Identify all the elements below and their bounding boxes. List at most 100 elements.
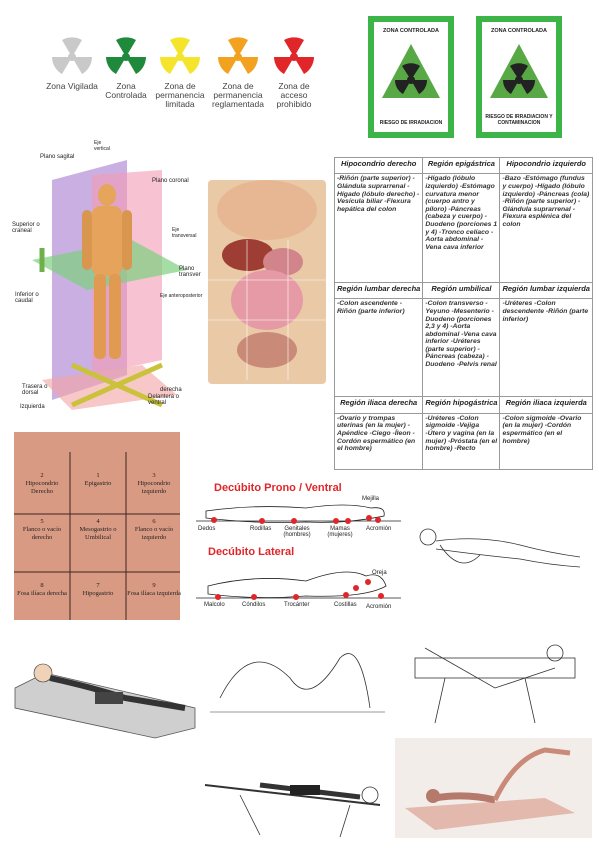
zone-label: Zona de permanencia limitada: [155, 81, 205, 109]
region-name: Hipocondrio Derecho: [25, 480, 59, 495]
radiation-zone: Zona de acceso prohibido: [266, 35, 322, 109]
radiation-warning-icon: [382, 44, 440, 98]
region-name: Flanco o vacío izquierdo: [134, 526, 174, 541]
radiation-trefoil-icon: [160, 37, 200, 74]
region-number: 4: [96, 518, 100, 525]
sign-controlled-zone: ZONA CONTROLADA RIESGO DE IRRADIACION: [368, 16, 454, 138]
prono-label: Acromión: [366, 526, 392, 532]
region-header: Hipocondrio derecho: [333, 156, 424, 175]
radiation-zone: Zona de permanencia reglamentada: [210, 35, 266, 109]
label-trasera: Trasera o dorsal: [22, 384, 48, 396]
lateral-label: Malcolo: [204, 602, 225, 608]
region-header: Región iliaca derecha: [333, 396, 424, 414]
region-organs: -Uréteres -Colon sigmoide -Vejiga -Útero…: [422, 412, 501, 471]
organs-illustration: [208, 180, 326, 380]
body-positions-illustration: [196, 504, 401, 600]
abdominal-organs-image: [208, 180, 326, 384]
radiation-trefoil-icon: [218, 37, 258, 74]
region-header: Región lumbar izquierda: [499, 281, 593, 300]
zone-label: Zona de permanencia reglamentada: [212, 81, 264, 109]
radiation-trefoil-icon: [274, 37, 314, 74]
knee-chest-sketch: [210, 653, 385, 713]
region-organs: -Riñón (parte superior) -Glándula suprar…: [333, 173, 424, 283]
label-superior: Superior o craneal: [12, 222, 40, 234]
region-organs: -Uréteres -Colon descendente -Riñón (par…: [499, 298, 593, 398]
grid-lines: [14, 452, 180, 620]
region-header: Región umbilical: [422, 281, 501, 300]
region-header: Región lumbar derecha: [333, 281, 424, 300]
region-number: 9: [152, 582, 156, 589]
radiation-zone: Zona Controlada: [98, 35, 154, 100]
region-header: Región hipogástrica: [422, 396, 501, 414]
region-number: 1: [96, 472, 100, 479]
region-number: 3: [152, 472, 156, 479]
radiation-trefoil-icon: [106, 37, 146, 74]
zone-label: Zona Vigilada: [46, 81, 98, 91]
region-name: Fosa ilíaca derecha: [17, 590, 67, 597]
radiation-trefoil-icon: [52, 37, 92, 74]
label-plano-transver: Plano transver: [179, 266, 201, 278]
region-name: Hipocondrio izquierdo: [137, 480, 171, 495]
label-eje-vertical: Eje vertical: [94, 140, 110, 152]
radiation-zone: Zona Vigilada: [44, 35, 100, 91]
region-number: 7: [96, 582, 100, 589]
region-header: Región iliaca izquierda: [499, 396, 593, 414]
prono-label: Rodillas: [250, 526, 272, 532]
zone-label: Zona Controlada: [105, 81, 147, 100]
region-name: Flanco o vacío derecho: [22, 526, 62, 541]
table-position-sketch: [414, 644, 576, 724]
region-number: 8: [40, 582, 44, 589]
legs-raised-illustration: [405, 747, 575, 830]
region-organs: -Colon transverso -Yeyuno -Mesenterio -D…: [422, 298, 501, 398]
label-derecha: derecha: [160, 387, 182, 393]
bed-position-sketch: [14, 663, 196, 739]
prono-label: Dedos: [198, 526, 216, 532]
radiation-warning-icon: [490, 44, 548, 98]
lateral-label: Acromión: [366, 604, 392, 610]
label-plano-coronal: Plano coronal: [152, 178, 189, 184]
lateral-label: Costillas: [334, 602, 357, 608]
planes-illustration: [32, 160, 187, 410]
region-number: 6: [152, 518, 156, 525]
region-header: Hipocondrio izquierdo: [499, 156, 593, 175]
lateral-title: Decúbito Lateral: [208, 546, 295, 558]
supine-sketch: [419, 528, 581, 568]
label-inferior: Inferior o caudal: [15, 292, 39, 304]
region-header: Región epigástrica: [422, 156, 501, 175]
region-number: 5: [40, 518, 44, 525]
sign-footer: RIESGO DE IRRADIACION Y CONTAMINACION: [485, 114, 553, 126]
label-eje-transversal: Eje transversal: [172, 227, 197, 239]
lateral-label: Cóndilos: [242, 602, 266, 608]
region-organs: -Hígado (lóbulo izquierdo) -Estómago cur…: [422, 173, 501, 283]
label-plano-sagital: Plano sagital: [40, 154, 75, 160]
decubito-diagram: Decúbito Prono / Ventral Dedos Rodillas …: [196, 476, 406, 616]
sign-title: ZONA CONTROLADA: [490, 28, 547, 34]
region-name: Epigastrio: [84, 480, 112, 487]
label-delantera: Delantera o ventral: [148, 394, 180, 406]
lateral-label: Trocánter: [284, 602, 310, 608]
sign-title: ZONA CONTROLADA: [382, 28, 439, 34]
region-organs: -Colon ascendente -Riñón (parte inferior…: [333, 298, 424, 398]
region-organs: -Colon sigmoide -Ovario (en la mujer) -C…: [499, 412, 593, 471]
region-number: 2: [40, 472, 44, 479]
region-name: Fosa ilíaca izquierda: [127, 590, 181, 597]
label-izquierda: Izquierda: [20, 404, 45, 410]
region-organs: -Ovario y trompas uterinas (en la mujer)…: [333, 412, 424, 471]
lithotomy-sketch: [204, 782, 381, 838]
sign-contamination-zone: ZONA CONTROLADA RIESGO DE IRRADIACION Y …: [476, 16, 562, 138]
label-eje-anteroposterior: Eje anteroposterior: [160, 293, 203, 299]
zone-label: Zona de acceso prohibido: [276, 81, 312, 109]
radiation-zone: Zona de permanencia limitada: [152, 35, 208, 109]
legs-raised-photo: [395, 738, 592, 838]
prono-label: Mamas (mujeres): [327, 526, 353, 538]
